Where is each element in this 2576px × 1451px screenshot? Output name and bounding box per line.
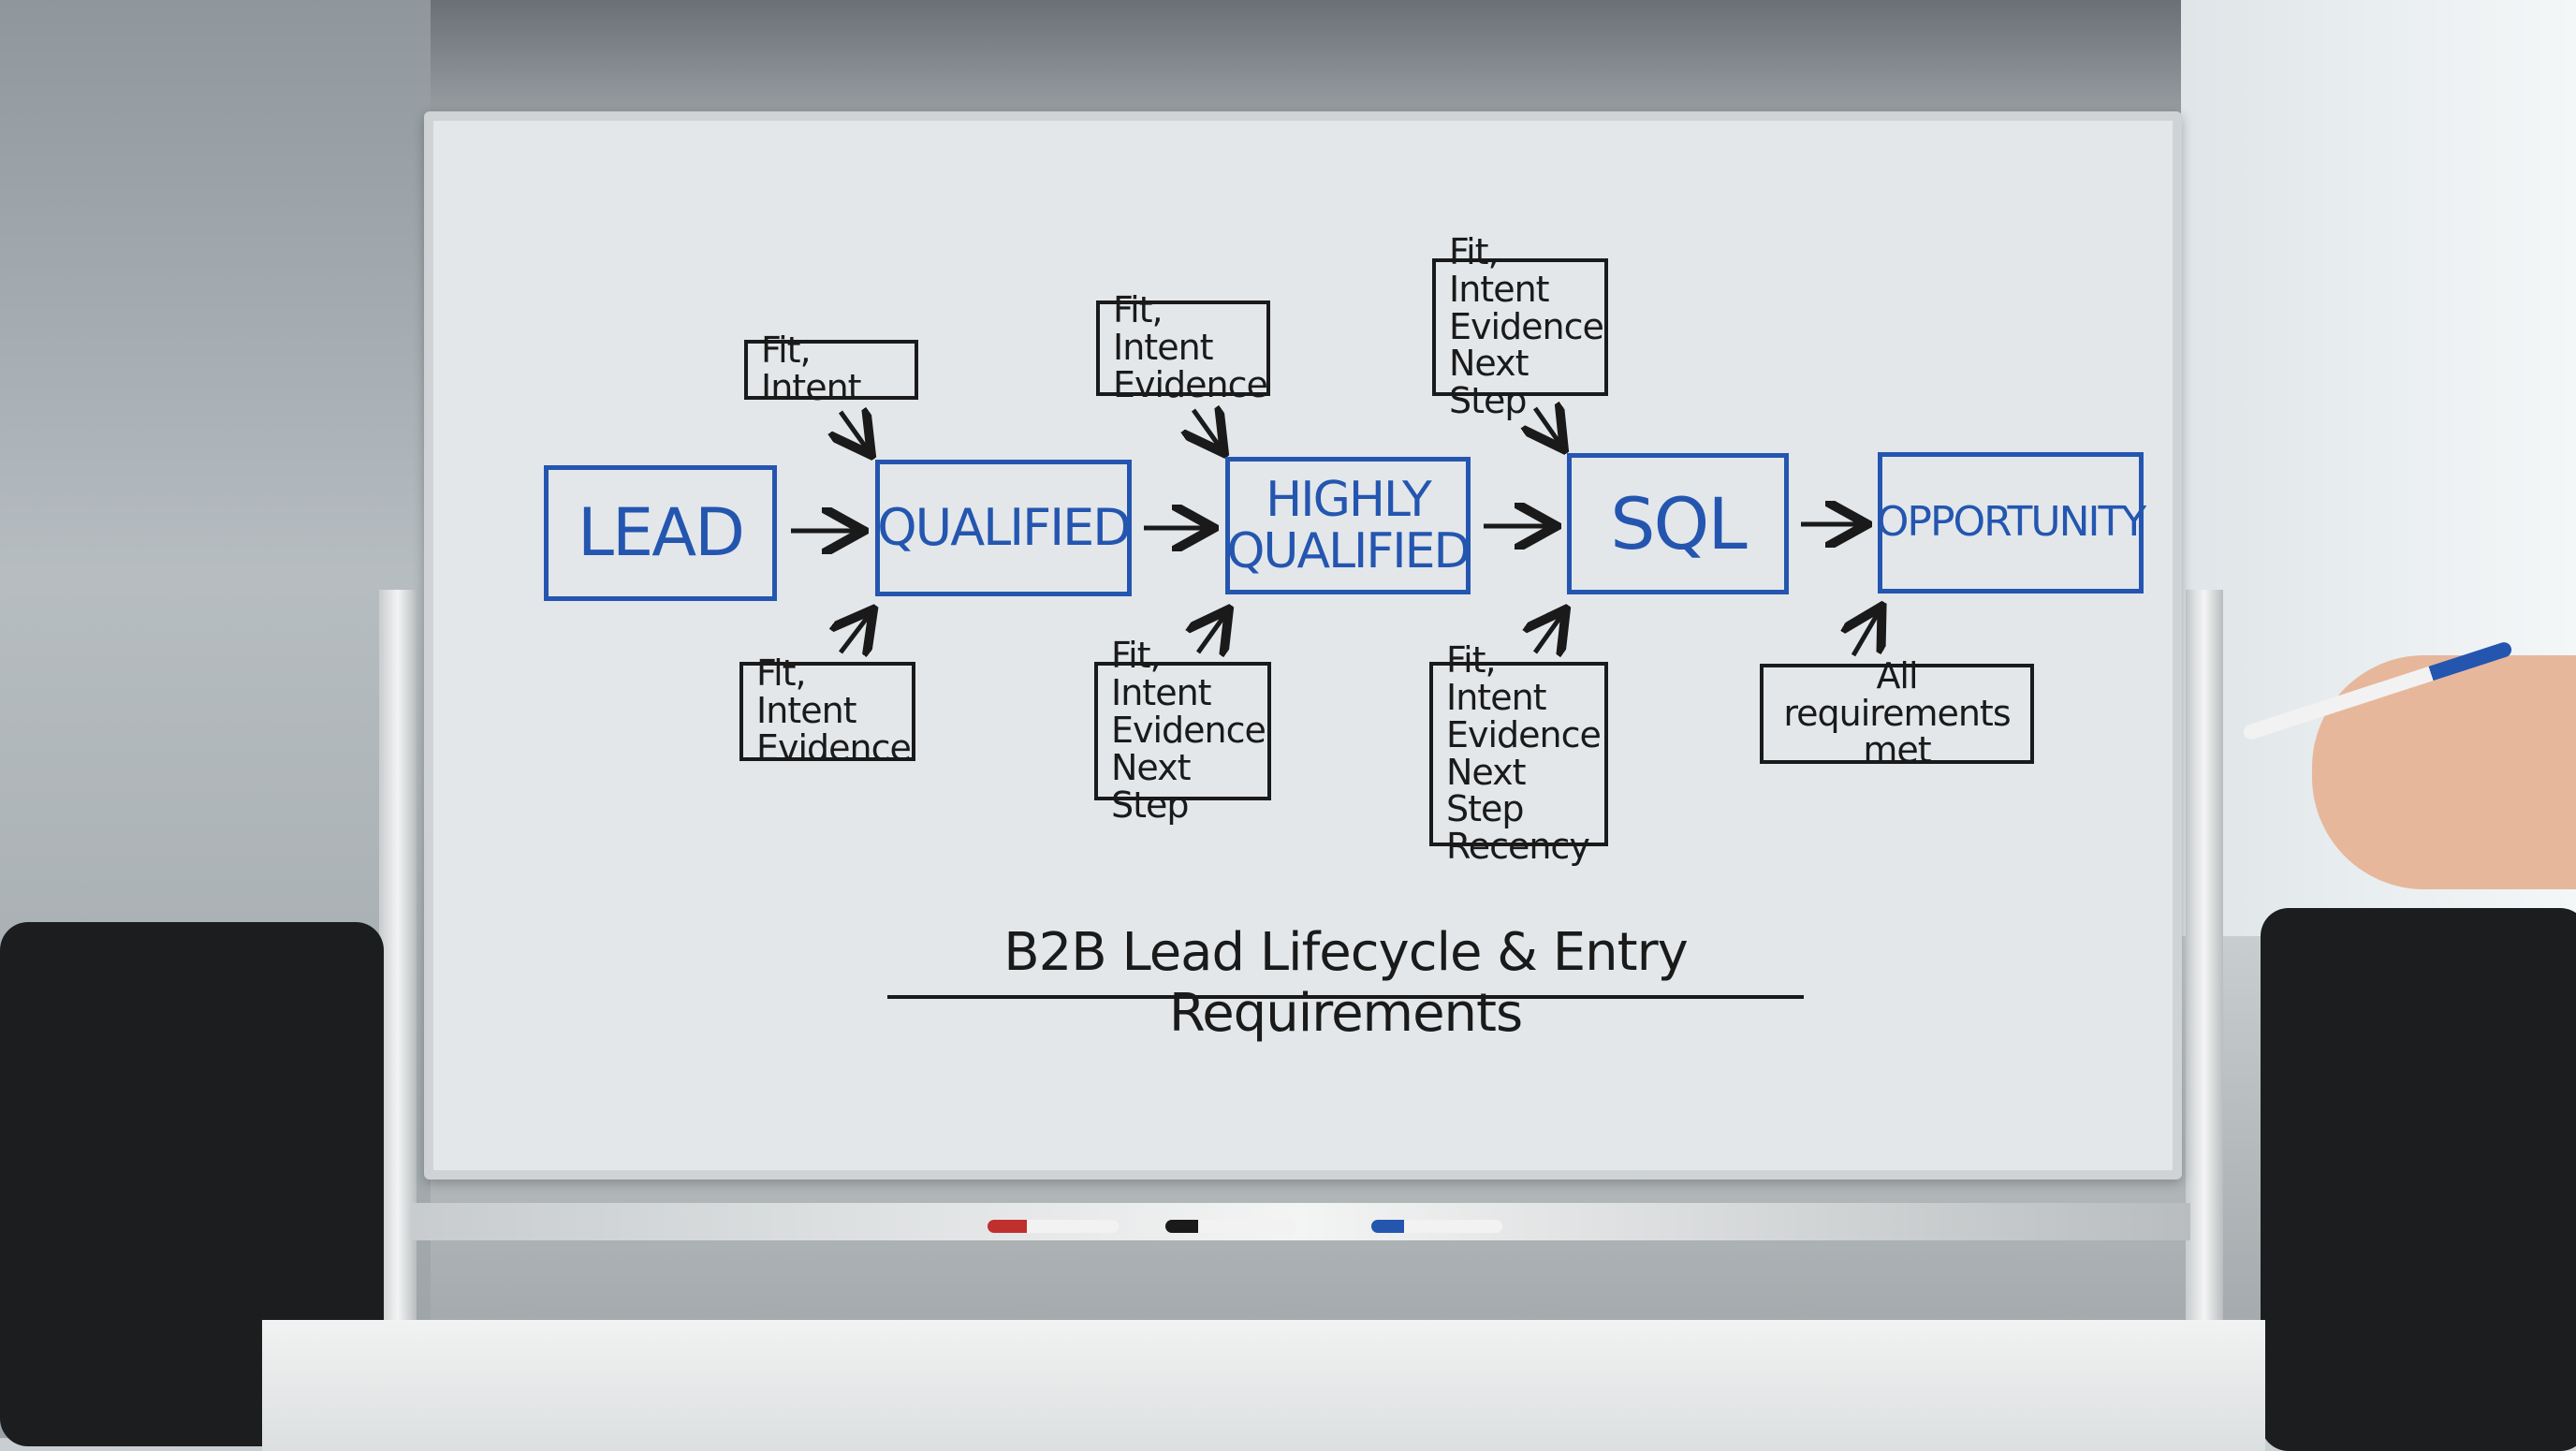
arrow-req-sql-top <box>1535 408 1561 446</box>
arrow-req-highly-bottom <box>1198 613 1226 652</box>
stage-highly-qualified: HIGHLY QUALIFIED <box>1225 457 1471 594</box>
stage-label: HIGHLY QUALIFIED <box>1226 471 1471 579</box>
stage-qualified: QUALIFIED <box>875 460 1132 596</box>
red-marker[interactable] <box>988 1220 1119 1233</box>
blue-marker[interactable] <box>1371 1220 1502 1233</box>
requirement-line: All requirements <box>1783 654 2011 734</box>
requirement-line: met <box>1863 729 1931 771</box>
requirement-box: Fit, Intent Evidence Next Step <box>1432 233 1608 419</box>
chair-right <box>2261 908 2576 1451</box>
requirement-line: Next Step <box>1111 746 1192 826</box>
requirement-box: All requirements met <box>1760 657 2034 769</box>
stage-label: SQL <box>1610 481 1747 565</box>
arrow-req-opportunity-bottom <box>1853 610 1880 657</box>
requirement-line: Fit, Intent <box>1113 289 1214 369</box>
conference-table <box>262 1320 2265 1451</box>
stage-lead: LEAD <box>544 465 777 601</box>
stand-crossbar <box>412 1203 2190 1240</box>
requirement-box: Fit, Intent Evidence <box>1096 291 1270 403</box>
stage-opportunity: OPPORTUNITY <box>1876 452 2146 594</box>
requirement-line: Fit, Intent <box>1449 230 1550 310</box>
arrow-req-sql-bottom <box>1535 613 1563 652</box>
diagram-title: B2B Lead Lifecycle & Entry Requirements <box>887 922 1804 1044</box>
stage-label: OPPORTUNITY <box>1876 498 2146 547</box>
requirement-line: Evidence <box>1111 710 1266 752</box>
arrow-req-qualified-top <box>841 412 869 451</box>
arrow-req-qualified-bottom <box>841 613 871 652</box>
black-marker[interactable] <box>1165 1220 1296 1233</box>
requirement-line: Evidence <box>756 726 912 769</box>
requirement-line: Next Step <box>1446 751 1527 830</box>
stand-right-post <box>2186 590 2223 1357</box>
stage-sql: SQL <box>1567 453 1789 594</box>
requirement-box: Fit, Intent Evidence Next Step Recency <box>1429 641 1608 865</box>
requirement-box: Fit, Intent Evidence Next Step <box>1094 637 1271 824</box>
requirement-box: Fit, Intent <box>744 331 918 406</box>
requirement-line: Evidence <box>1449 305 1604 347</box>
requirement-line: Evidence <box>1113 363 1268 405</box>
arrow-req-highly-top <box>1193 410 1222 449</box>
requirement-line: Next Step <box>1449 343 1530 422</box>
requirement-line: Fit, Intent <box>1446 638 1547 718</box>
requirement-line: Fit, Intent <box>761 330 862 408</box>
whiteboard <box>424 111 2182 1180</box>
ceiling <box>431 0 2209 122</box>
stand-left-post <box>379 590 417 1357</box>
stage-label: QUALIFIED <box>877 497 1132 557</box>
stage-label: LEAD <box>577 493 745 571</box>
requirement-line: Fit, Intent <box>1111 635 1212 714</box>
requirement-line: Fit, Intent <box>756 652 857 732</box>
requirement-line: Recency <box>1446 826 1590 868</box>
requirement-box: Fit, Intent Evidence <box>739 654 915 767</box>
requirement-line: Evidence <box>1446 713 1602 755</box>
